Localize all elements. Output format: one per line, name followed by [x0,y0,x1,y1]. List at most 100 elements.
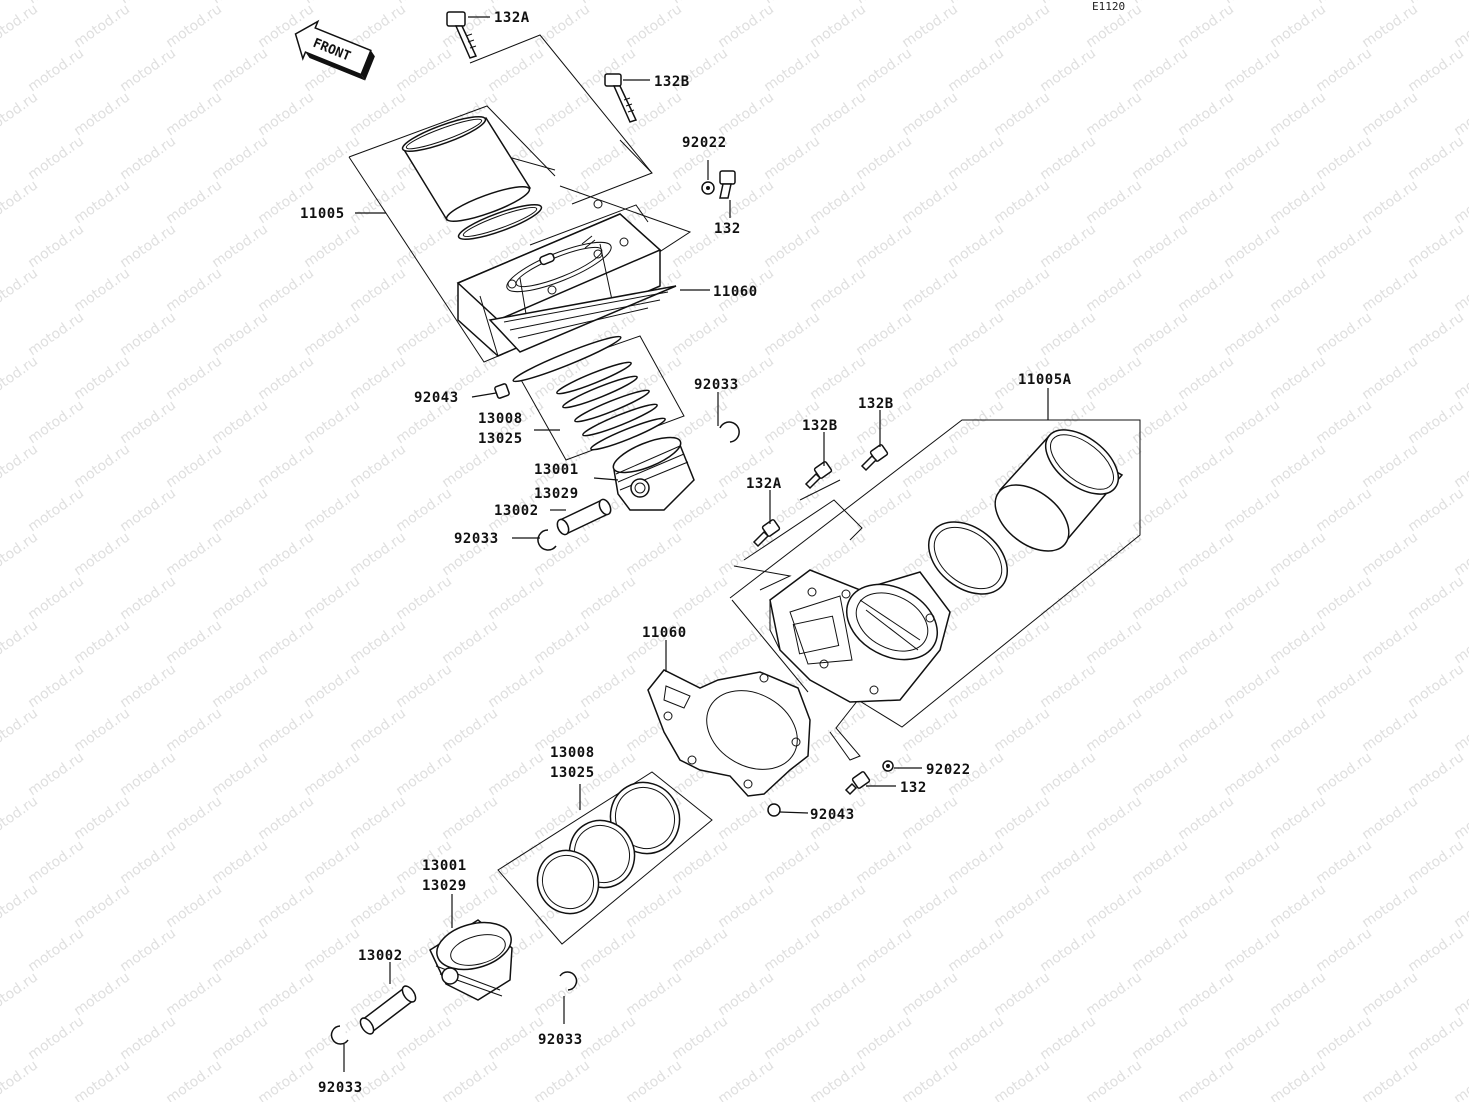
watermark-text: motod.ru [1359,353,1421,403]
watermark-text: motod.ru [715,969,777,1019]
watermark-text: motod.ru [945,309,1007,359]
watermark-text: motod.ru [393,485,455,535]
watermark-text: motod.ru [1083,1057,1145,1102]
watermark-text: motod.ru [1359,89,1421,139]
dowel-92043-bottom [767,803,781,817]
watermark-text: motod.ru [163,617,225,667]
watermark-text: motod.ru [209,133,271,183]
watermark-text: motod.ru [1129,925,1191,975]
watermark-text: motod.ru [1451,881,1469,931]
watermark-text: motod.ru [163,705,225,755]
watermark-text: motod.ru [1129,309,1191,359]
watermark-text: motod.ru [669,309,731,359]
watermark-text: motod.ru [393,309,455,359]
watermark-text: motod.ru [1405,309,1467,359]
watermark-text: motod.ru [1405,397,1467,447]
watermark-text: motod.ru [577,45,639,95]
watermark-text: motod.ru [393,221,455,271]
label-132b-mid: 132B [802,418,838,434]
watermark-text: motod.ru [991,1,1053,51]
watermark-text: motod.ru [761,309,823,359]
watermark-text: motod.ru [301,309,363,359]
watermark-text: motod.ru [899,793,961,843]
piston-rings-bottom-frame [497,771,713,945]
label-13002-bottom: 13002 [358,948,403,964]
watermark-text: motod.ru [1037,1013,1099,1063]
watermark-text: motod.ru [853,925,915,975]
watermark-text: motod.ru [715,881,777,931]
cylinder-frame-bottom [729,419,1141,761]
watermark-text: motod.ru [1221,45,1283,95]
watermark-text: motod.ru [1175,1,1237,51]
watermark-text: motod.ru [1405,45,1467,95]
watermark-text: motod.ru [1405,485,1467,535]
watermark-text: motod.ru [25,133,87,183]
watermark-text: motod.ru [1175,353,1237,403]
watermark-text: motod.ru [945,1013,1007,1063]
watermark-text: motod.ru [945,133,1007,183]
watermark-text: motod.ru [1175,793,1237,843]
watermark-text: motod.ru [301,661,363,711]
watermark-text: motod.ru [209,573,271,623]
label-13008-bottom: 13008 [550,745,595,761]
watermark-text: motod.ru [255,265,317,315]
watermark-text: motod.ru [1175,529,1237,579]
piston-top [612,436,695,511]
watermark-text: motod.ru [1359,705,1421,755]
watermark-text: motod.ru [1175,969,1237,1019]
watermark-text: motod.ru [301,397,363,447]
watermark-text: motod.ru [899,1,961,51]
watermark-text: motod.ru [623,1057,685,1102]
watermark-text: motod.ru [1267,705,1329,755]
watermark-text: motod.ru [209,925,271,975]
watermark-text: motod.ru [1175,705,1237,755]
watermark-text: motod.ru [439,705,501,755]
watermark-text: motod.ru [439,617,501,667]
watermark-text: motod.ru [255,969,317,1019]
watermark-text: motod.ru [669,573,731,623]
watermark-text: motod.ru [25,925,87,975]
watermark-text: motod.ru [623,1,685,51]
watermark-text: motod.ru [25,485,87,535]
watermark-text: motod.ru [853,133,915,183]
label-132-top: 132 [714,221,741,237]
watermark-text: motod.ru [163,881,225,931]
watermark-text: motod.ru [1083,177,1145,227]
watermark-text: motod.ru [1267,353,1329,403]
watermark-text: motod.ru [1221,749,1283,799]
watermark-text: motod.ru [117,485,179,535]
watermark-text: motod.ru [1359,1057,1421,1102]
watermark-text: motod.ru [1037,573,1099,623]
watermark-text: motod.ru [1129,661,1191,711]
watermark-text: motod.ru [71,617,133,667]
watermark-text: motod.ru [1175,89,1237,139]
watermark-text: motod.ru [1083,969,1145,1019]
watermark-text: motod.ru [1313,749,1375,799]
watermark-text: motod.ru [117,573,179,623]
watermark-text: motod.ru [1037,925,1099,975]
watermark-text: motod.ru [0,89,41,139]
watermark-text: motod.ru [1451,793,1469,843]
label-132b-right: 132B [858,396,894,412]
watermark-text: motod.ru [0,617,41,667]
watermark-text: motod.ru [899,353,961,403]
liner-ring-top [457,203,543,241]
watermark-text: motod.ru [347,353,409,403]
watermark-text: motod.ru [1129,1013,1191,1063]
watermark-text: motod.ru [1313,221,1375,271]
watermark-text: motod.ru [347,705,409,755]
watermark-text: motod.ru [807,177,869,227]
watermark-text: motod.ru [25,221,87,271]
watermark-text: motod.ru [623,881,685,931]
watermark-text: motod.ru [1083,89,1145,139]
watermark-text: motod.ru [25,749,87,799]
watermark-text: motod.ru [117,749,179,799]
watermark-text: motod.ru [1267,1,1329,51]
watermark-text: motod.ru [945,221,1007,271]
watermark-text: motod.ru [807,265,869,315]
watermark-text: motod.ru [25,661,87,711]
watermark-text: motod.ru [1313,661,1375,711]
label-13008-top: 13008 [478,411,523,427]
watermark-text: motod.ru [0,353,41,403]
watermark-text: motod.ru [623,529,685,579]
